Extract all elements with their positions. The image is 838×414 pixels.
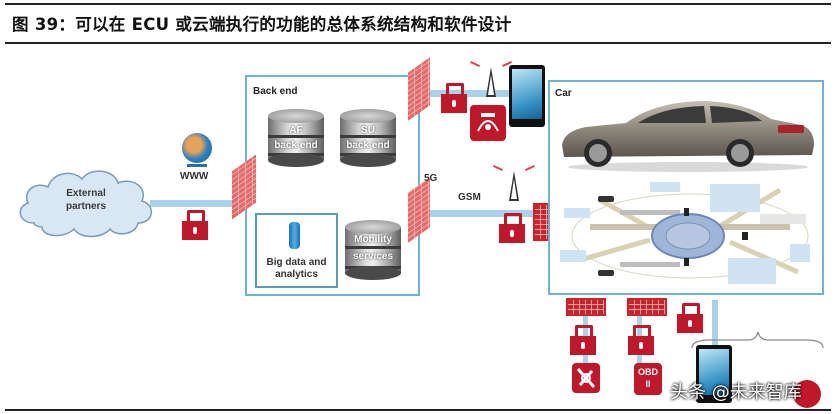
- red-badge-icon: [793, 380, 821, 408]
- gsm-connection-pipe: [425, 210, 555, 217]
- car-image: [562, 101, 814, 172]
- globe-stand-icon: [187, 164, 207, 167]
- vehicle-ecu-network-diagram: [560, 180, 818, 290]
- top-wireless-pipe: [420, 90, 540, 97]
- smartphone-icon: [509, 65, 545, 127]
- title-bottom-rule: [5, 42, 831, 44]
- obd-port-icon: OBD II: [634, 363, 662, 395]
- ecu-firewall-1-icon: [566, 298, 606, 316]
- obd-lock-icon: [628, 325, 654, 355]
- diagnostic-plug-icon: [572, 363, 600, 393]
- su-backend-server: SU back end: [340, 109, 396, 167]
- diagnostic-lock-icon: [570, 325, 596, 355]
- globe-icon: [182, 133, 212, 163]
- obd-pipe-1: [583, 300, 588, 370]
- firewall-top-icon: [408, 57, 430, 121]
- top-link-lock-icon: [441, 83, 467, 113]
- gsm-lock-icon: [499, 213, 525, 243]
- ecu-firewall-2-icon: [627, 298, 667, 316]
- title-top-rule: [5, 3, 831, 5]
- backend-box-label: Back end: [253, 86, 298, 97]
- big-data-label: Big data and analytics: [266, 257, 327, 280]
- www-lock-icon: [182, 210, 208, 240]
- gsm-label: GSM: [458, 192, 481, 203]
- af-backend-server: AF back end: [268, 109, 324, 167]
- cell-tower-gsm-icon: [493, 164, 535, 201]
- obd-pipe-2: [637, 300, 642, 370]
- cloud-icon: [19, 170, 152, 238]
- system-architecture-diagram: External partners WWW Back end AF back e…: [0, 45, 838, 410]
- external-partners-label: External partners: [65, 188, 106, 212]
- ecu-lock-right-icon: [677, 303, 703, 333]
- car-box-label: Car: [555, 88, 572, 99]
- external-partners-cloud: External partners: [14, 163, 158, 241]
- www-connection-pipe: [150, 200, 245, 207]
- tablet-icon: [696, 345, 732, 403]
- cell-tower-top-icon: [470, 60, 512, 97]
- 5g-label: 5G: [424, 173, 438, 184]
- tablet-pipe: [712, 300, 718, 350]
- figure-bottom-rule: [5, 409, 831, 411]
- watermark: 头条 @未来智库: [670, 382, 802, 403]
- remote-diagnostics-icon: [470, 105, 506, 141]
- www-label: WWW: [180, 171, 209, 182]
- big-data-cylinder-icon: [289, 222, 300, 249]
- figure-title: 图 39：可以在 ECU 或云端执行的功能的总体系统结构和软件设计: [12, 15, 512, 34]
- mobility-services-server: Mobility services: [345, 220, 401, 280]
- grouping-brace: [691, 331, 824, 349]
